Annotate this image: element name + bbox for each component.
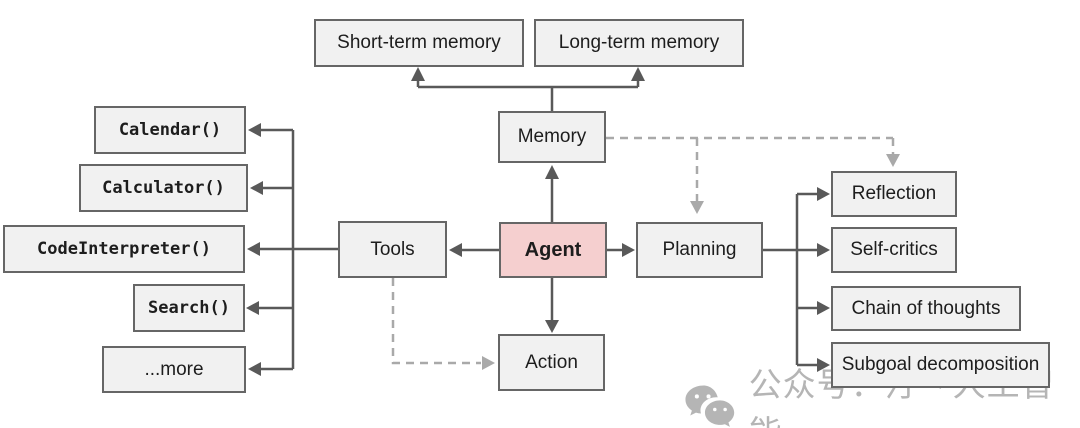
node-tool-more: ...more [102,346,246,393]
connector-tools-trunk [258,128,338,371]
connector-memory-planning-dashed [606,136,895,201]
node-self-critics: Self-critics [831,227,957,273]
arrowhead-chain-of-thoughts [817,301,830,315]
node-long-term-memory: Long-term memory [534,19,744,67]
arrowhead-calendar [248,123,261,137]
connector-memory-to-memories [416,70,640,111]
connector-planning-trunk [763,192,818,367]
wechat-icon [685,385,735,427]
node-tool-calculator: Calculator() [79,164,248,212]
arrowhead-reflection-dashed [886,154,900,167]
arrowhead-codeinterpreter [247,242,260,256]
node-tool-search: Search() [133,284,245,332]
node-agent: Agent [499,222,607,278]
arrowhead-action [545,320,559,333]
node-action: Action [498,334,605,391]
node-planning: Planning [636,222,763,278]
arrowhead-planning-dashed [690,201,704,214]
arrowhead-action-dashed [482,356,495,370]
node-memory: Memory [498,111,606,163]
node-reflection: Reflection [831,171,957,217]
arrowhead-tools [449,243,462,257]
arrowhead-short-term [411,67,425,81]
arrowhead-search [246,301,259,315]
node-tools: Tools [338,221,447,278]
node-tool-codeinterpreter: CodeInterpreter() [3,225,245,273]
arrowhead-reflection [817,187,830,201]
arrowhead-long-term [631,67,645,81]
arrowhead-calculator [250,181,263,195]
arrowhead-subgoal [817,358,830,372]
node-subgoal-decomposition: Subgoal decomposition [831,342,1050,388]
arrowhead-memory [545,165,559,179]
arrowhead-planning [622,243,635,257]
node-short-term-memory: Short-term memory [314,19,524,67]
arrowhead-self-critics [817,243,830,257]
connector-tools-action-dashed [391,278,481,365]
node-tool-calendar: Calendar() [94,106,246,154]
arrowhead-more [248,362,261,376]
node-chain-of-thoughts: Chain of thoughts [831,286,1021,331]
